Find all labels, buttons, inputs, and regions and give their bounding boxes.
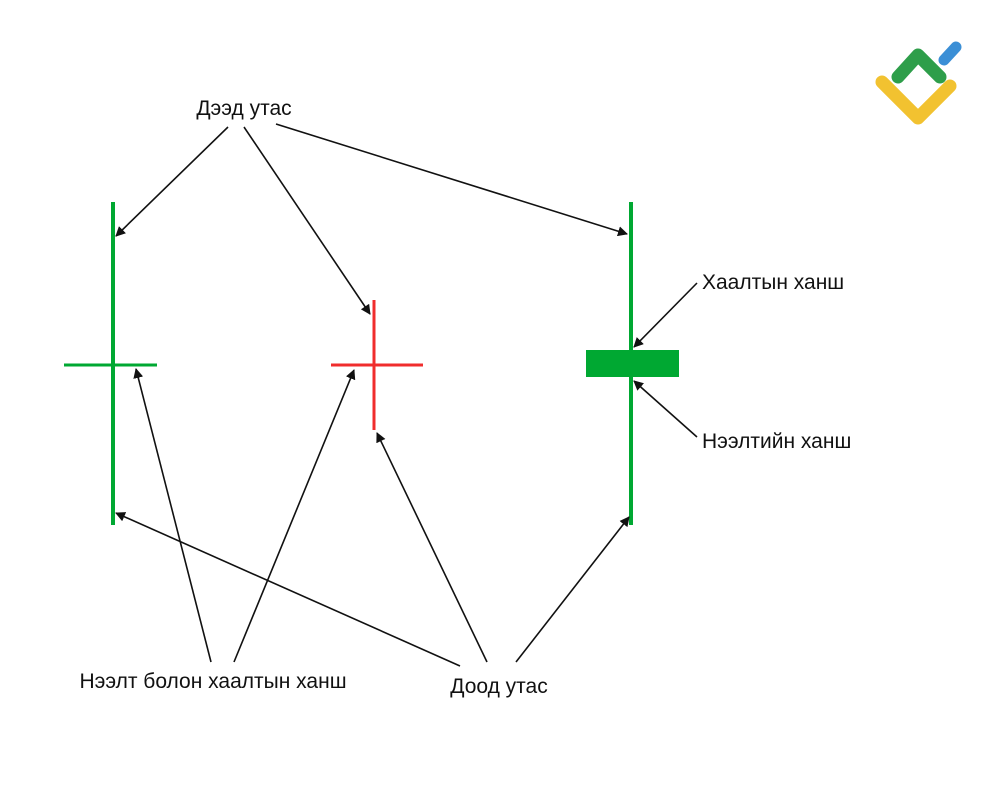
label-lower-wick: Доод утас xyxy=(450,675,548,698)
arrow-upper-wick-1 xyxy=(115,126,229,237)
logo-blue-stroke xyxy=(938,41,962,66)
logo-green-chevron xyxy=(891,48,947,84)
red-doji-candle xyxy=(331,300,423,430)
arrow-close-price xyxy=(633,282,698,348)
arrow-upper-wick-2 xyxy=(243,126,371,315)
arrow-open-close-2 xyxy=(233,369,356,663)
bullish-candle-body xyxy=(586,350,679,377)
label-upper-wick: Дээд утас xyxy=(196,97,291,120)
label-open-close-price: Нээлт болон хаалтын ханш xyxy=(79,670,346,693)
label-open-price: Нээлтийн ханш xyxy=(702,430,851,453)
green-bullish-candle xyxy=(586,202,679,525)
arrow-lower-wick-3 xyxy=(515,516,630,663)
brand-logo xyxy=(875,41,962,125)
label-close-price: Хаалтын ханш xyxy=(702,271,844,294)
arrow-open-price xyxy=(633,380,698,438)
arrows xyxy=(115,123,698,667)
arrow-lower-wick-1 xyxy=(115,512,461,667)
green-doji-candle xyxy=(64,202,157,525)
arrow-lower-wick-2 xyxy=(376,432,488,663)
arrow-upper-wick-3 xyxy=(275,123,628,237)
arrow-open-close-1 xyxy=(133,368,212,663)
logo-yellow-chevron xyxy=(875,75,957,125)
